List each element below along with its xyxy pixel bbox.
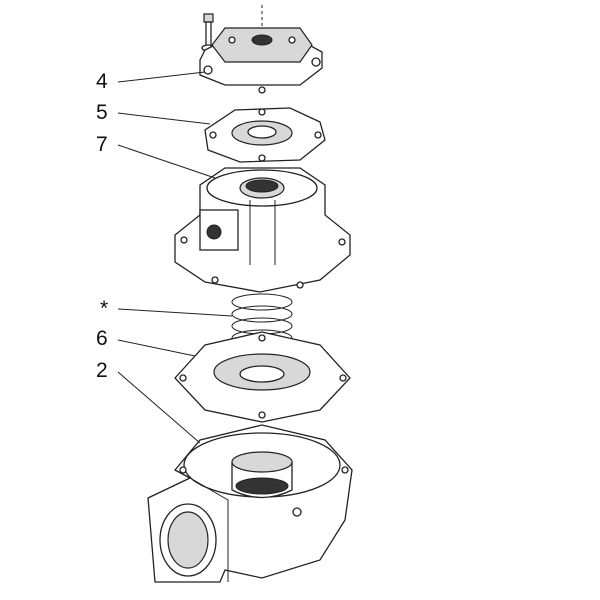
cover-part: [199, 27, 323, 94]
label-2: 2: [96, 359, 108, 382]
pilot-body-part: [174, 167, 351, 293]
label-5: 5: [96, 101, 108, 124]
label-4: 4: [96, 70, 108, 93]
label-spring: *: [100, 297, 109, 320]
upper-diaphragm-part: [204, 107, 326, 163]
main-diaphragm-part: [174, 331, 351, 423]
label-7: 7: [96, 133, 108, 156]
label-6: 6: [96, 327, 108, 350]
leader-lines: [117, 71, 233, 444]
valve-body-part: [147, 424, 353, 583]
